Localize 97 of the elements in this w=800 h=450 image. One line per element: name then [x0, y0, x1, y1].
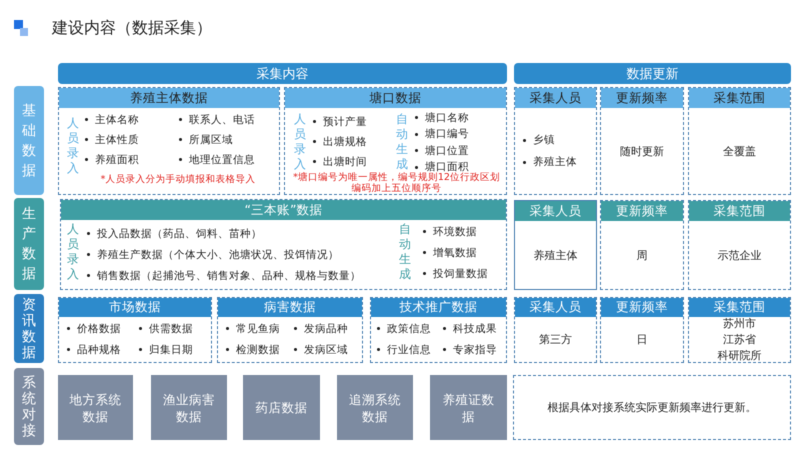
list-item: 联系人、电话 — [189, 112, 255, 126]
list-item: 养殖生产数据（个体大小、池塘状况、投饵情况） — [97, 248, 339, 262]
input-method-label: 自动生成 — [399, 222, 411, 282]
list-item: 主体性质 — [95, 132, 139, 146]
list-item: 投饲量数据 — [433, 266, 488, 280]
list-item: 环境数据 — [433, 224, 477, 238]
input-method-label: 自动生成 — [396, 112, 408, 172]
list-item: 销售数据（起捕池号、销售对象、品种、规格与数量） — [97, 268, 361, 282]
system-box: 地方系统数据 — [58, 375, 133, 440]
cell-value: 苏州市 — [723, 316, 756, 331]
row-label: 资讯数据 — [22, 296, 36, 360]
input-method-label: 人员录入 — [67, 222, 79, 282]
list-item: 养殖面积 — [95, 152, 139, 166]
table-cell-panel — [514, 200, 597, 290]
row-label: 系统对接 — [22, 374, 36, 438]
column-header: 采集范围 — [689, 201, 790, 221]
list-item: 供需数据 — [149, 322, 193, 336]
table-cell-panel — [688, 297, 791, 363]
list-item: 所属区域 — [189, 132, 233, 146]
column-header: 采集范围 — [689, 88, 790, 108]
header-bar: 数据更新 — [514, 63, 791, 84]
table-cell-panel — [600, 200, 684, 290]
note-box: 根据具体对接系统实际更新频率进行更新。 — [513, 375, 791, 440]
list-item: 出塘规格 — [323, 134, 367, 148]
list-item: 主体名称 — [95, 112, 139, 126]
cell-value: 示范企业 — [718, 248, 762, 262]
column-header: 采集人员 — [515, 201, 596, 221]
data-panel — [217, 297, 363, 363]
data-panel — [284, 87, 507, 195]
table-cell-panel — [514, 87, 597, 195]
table-cell-panel — [600, 297, 684, 363]
list-item: 品种规格 — [77, 342, 121, 356]
panel-header: “三本账”数据 — [61, 200, 506, 220]
cell-value: 第三方 — [539, 332, 572, 347]
list-item: 增氧数据 — [433, 246, 477, 260]
cell-value: 养殖主体 — [534, 248, 578, 262]
cell-value: 日 — [636, 332, 648, 347]
row-label: 基础数据 — [22, 102, 36, 180]
data-panel — [58, 297, 212, 363]
list-item: 出塘时间 — [323, 154, 367, 168]
footnote: *人员录入分为手动填报和表格导入 — [100, 174, 256, 185]
cell-value: 养殖主体 — [533, 155, 577, 169]
list-item: 塘口编号 — [425, 127, 469, 141]
cell-value: 随时更新 — [620, 144, 664, 158]
data-panel — [60, 199, 507, 290]
list-item: 发病品种 — [304, 322, 348, 336]
input-method-label: 人员录入 — [67, 116, 79, 176]
column-header: 采集人员 — [515, 298, 596, 317]
panel-header: 病害数据 — [218, 298, 362, 317]
page-title: 建设内容（数据采集） — [52, 18, 212, 39]
panel-header: 技术推广数据 — [371, 298, 506, 317]
column-header: 更新频率 — [601, 298, 683, 317]
panel-header: 市场数据 — [59, 298, 211, 317]
column-header: 更新频率 — [601, 88, 683, 108]
data-panel — [58, 87, 280, 195]
list-item: 科技成果 — [453, 322, 497, 336]
cell-value: 周 — [636, 248, 648, 262]
system-box: 渔业病害数据 — [151, 375, 227, 440]
cell-value: 乡镇 — [533, 133, 555, 147]
list-item: 归集日期 — [149, 342, 193, 356]
list-item: 行业信息 — [387, 342, 431, 356]
table-cell-panel — [688, 87, 791, 195]
system-box: 追溯系统数据 — [337, 375, 413, 440]
list-item: 检测数据 — [236, 342, 280, 356]
list-item: 价格数据 — [77, 322, 121, 336]
list-item: 专家指导 — [453, 342, 497, 356]
system-box: 药店数据 — [243, 375, 320, 440]
list-item: 常见鱼病 — [236, 322, 280, 336]
list-item: 塘口名称 — [425, 110, 469, 124]
list-item: 政策信息 — [387, 322, 431, 336]
row-label-tab — [14, 294, 44, 363]
list-item: 地理位置信息 — [189, 152, 255, 166]
row-label-tab — [14, 86, 44, 195]
cell-value: 全覆盖 — [723, 144, 756, 158]
column-header: 更新频率 — [601, 201, 683, 221]
column-header: 采集人员 — [515, 88, 596, 108]
cell-value: 科研院所 — [718, 348, 762, 363]
column-header: 采集范围 — [689, 298, 790, 317]
table-cell-panel — [514, 297, 597, 363]
list-item: 塘口面积 — [425, 160, 469, 173]
row-label-tab — [14, 368, 44, 445]
list-item: 投入品数据（药品、饲料、苗种） — [97, 226, 262, 240]
footnote: *塘口编号为唯一属性，编号规则12位行政区划编码加上五位顺序号 — [292, 172, 501, 194]
data-panel — [370, 297, 507, 363]
row-label: 生产数据 — [22, 205, 36, 284]
system-box: 养殖证数据 — [430, 375, 507, 440]
input-method-label: 人员录入 — [294, 112, 306, 172]
table-cell-panel — [688, 200, 791, 290]
panel-header: 养殖主体数据 — [59, 88, 279, 108]
table-cell-panel — [600, 87, 684, 195]
header-bar: 采集内容 — [58, 63, 507, 84]
cell-value: 江苏省 — [723, 332, 756, 347]
list-item: 发病区域 — [304, 342, 348, 356]
row-label-tab — [14, 198, 44, 290]
list-item: 塘口位置 — [425, 144, 469, 158]
panel-header: 塘口数据 — [285, 88, 506, 108]
list-item: 预计产量 — [323, 114, 367, 128]
